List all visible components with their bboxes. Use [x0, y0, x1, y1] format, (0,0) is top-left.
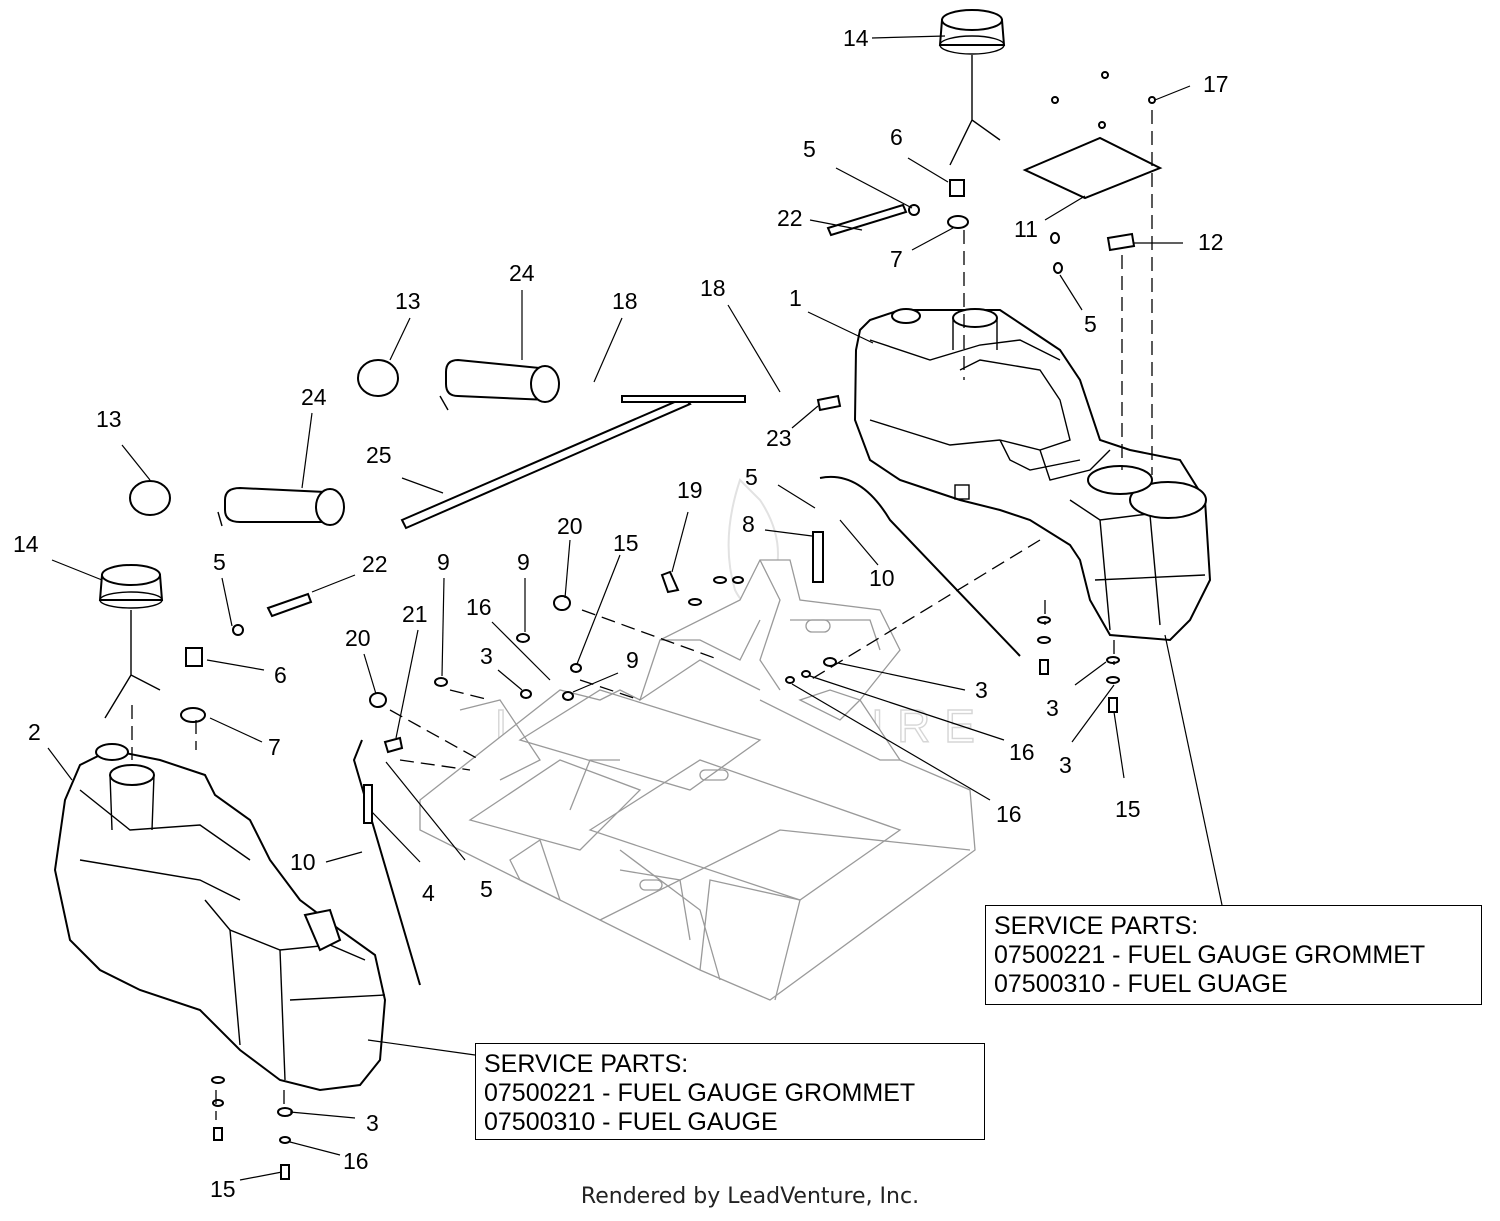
callout-10-left: 10: [290, 849, 316, 875]
service-part-gauge: 07500310 - FUEL GAUGE: [484, 1108, 778, 1136]
callout-5-left-upper: 5: [213, 549, 226, 575]
callout-leaders: [47, 35, 1223, 1181]
callout-23: 23: [766, 425, 792, 451]
callout-15-left-tank: 15: [210, 1176, 236, 1202]
callout-16-frame-right: 16: [1009, 739, 1035, 765]
callout-16-right-tank: 3: [1059, 752, 1072, 778]
callout-7-right: 7: [890, 246, 903, 272]
callout-9-left: 9: [437, 549, 450, 575]
fuel-hoses: [266, 203, 1021, 986]
right-fuel-tank: [853, 308, 1212, 642]
callout-1: 1: [789, 285, 802, 311]
callout-24-upper: 24: [509, 260, 535, 286]
callout-2: 2: [28, 719, 41, 745]
clamp-upper: [357, 359, 399, 397]
service-parts-box-right: SERVICE PARTS: 07500221 - FUEL GAUGE GRO…: [985, 905, 1482, 1005]
callout-16-left-tank: 16: [343, 1148, 369, 1174]
callout-13-upper: 13: [395, 288, 421, 314]
callout-24-lower: 24: [301, 384, 327, 410]
callout-13-lower: 13: [96, 406, 122, 432]
service-part-grommet: 07500221 - FUEL GAUGE GROMMET: [994, 941, 1426, 969]
callout-3-left-tank: 3: [366, 1110, 379, 1136]
callout-6-left: 6: [274, 662, 287, 688]
callout-3-right-tank: 3: [1046, 695, 1059, 721]
callout-10-right: 10: [869, 565, 895, 591]
service-parts-heading: SERVICE PARTS:: [484, 1050, 689, 1078]
callout-22-right: 22: [777, 205, 803, 231]
callout-3-center: 3: [480, 643, 493, 669]
callout-17: 17: [1203, 71, 1229, 97]
service-part-gauge: 07500310 - FUEL GUAGE: [994, 970, 1288, 998]
fuel-filter-lower: [217, 486, 345, 527]
callout-20-lower: 20: [345, 625, 371, 651]
fuel-filter-upper: [439, 358, 560, 411]
left-fuel-tank: [53, 743, 387, 1092]
callout-25: 25: [366, 442, 392, 468]
callout-22-left: 22: [362, 551, 388, 577]
callout-18-left: 18: [612, 288, 638, 314]
callout-18-right: 18: [700, 275, 726, 301]
callout-21: 21: [402, 601, 428, 627]
callout-11: 11: [1014, 216, 1038, 242]
callout-5-center: 5: [745, 464, 758, 490]
callout-4: 4: [422, 880, 435, 906]
callout-8: 8: [742, 511, 755, 537]
callout-16-center: 16: [466, 594, 492, 620]
callout-15-frame-right: 16: [996, 801, 1022, 827]
callout-19: 19: [677, 477, 703, 503]
callout-5-right-upper: 5: [803, 136, 816, 162]
service-parts-heading: SERVICE PARTS:: [994, 912, 1199, 940]
assembly-centerlines: [131, 110, 1153, 1120]
callout-5-right-bracket: 5: [1084, 311, 1097, 337]
frame-assembly: [419, 559, 976, 1001]
service-parts-box-left: SERVICE PARTS: 07500221 - FUEL GAUGE GRO…: [475, 1043, 985, 1140]
callout-14-left-gauge: 14: [13, 531, 39, 557]
callout-9-center: 9: [517, 549, 530, 575]
fuel-gauge-left: [98, 564, 164, 719]
callout-7-left: 7: [268, 734, 281, 760]
callout-14-right-gauge: 14: [843, 25, 869, 51]
callout-3-frame-right: 3: [975, 677, 988, 703]
callout-12: 12: [1198, 229, 1224, 255]
callout-20-upper: 20: [557, 513, 583, 539]
fuel-gauge-right: [938, 9, 1006, 166]
callout-15-center: 15: [613, 530, 639, 556]
render-credit: Rendered by LeadVenture, Inc.: [580, 1184, 920, 1209]
callout-5-left-lower: 5: [480, 876, 493, 902]
callout-9-right: 9: [626, 647, 639, 673]
service-part-grommet: 07500221 - FUEL GAUGE GROMMET: [484, 1079, 916, 1107]
hardware: [180, 71, 1163, 1180]
callout-6-right: 6: [890, 124, 903, 150]
clamp-lower: [129, 480, 171, 516]
callout-15-right-tank: 15: [1115, 796, 1141, 822]
callout-labels: 14 17 6 5 22 7 11 12 5 1 18 18 24 13 23 …: [13, 25, 1229, 1202]
